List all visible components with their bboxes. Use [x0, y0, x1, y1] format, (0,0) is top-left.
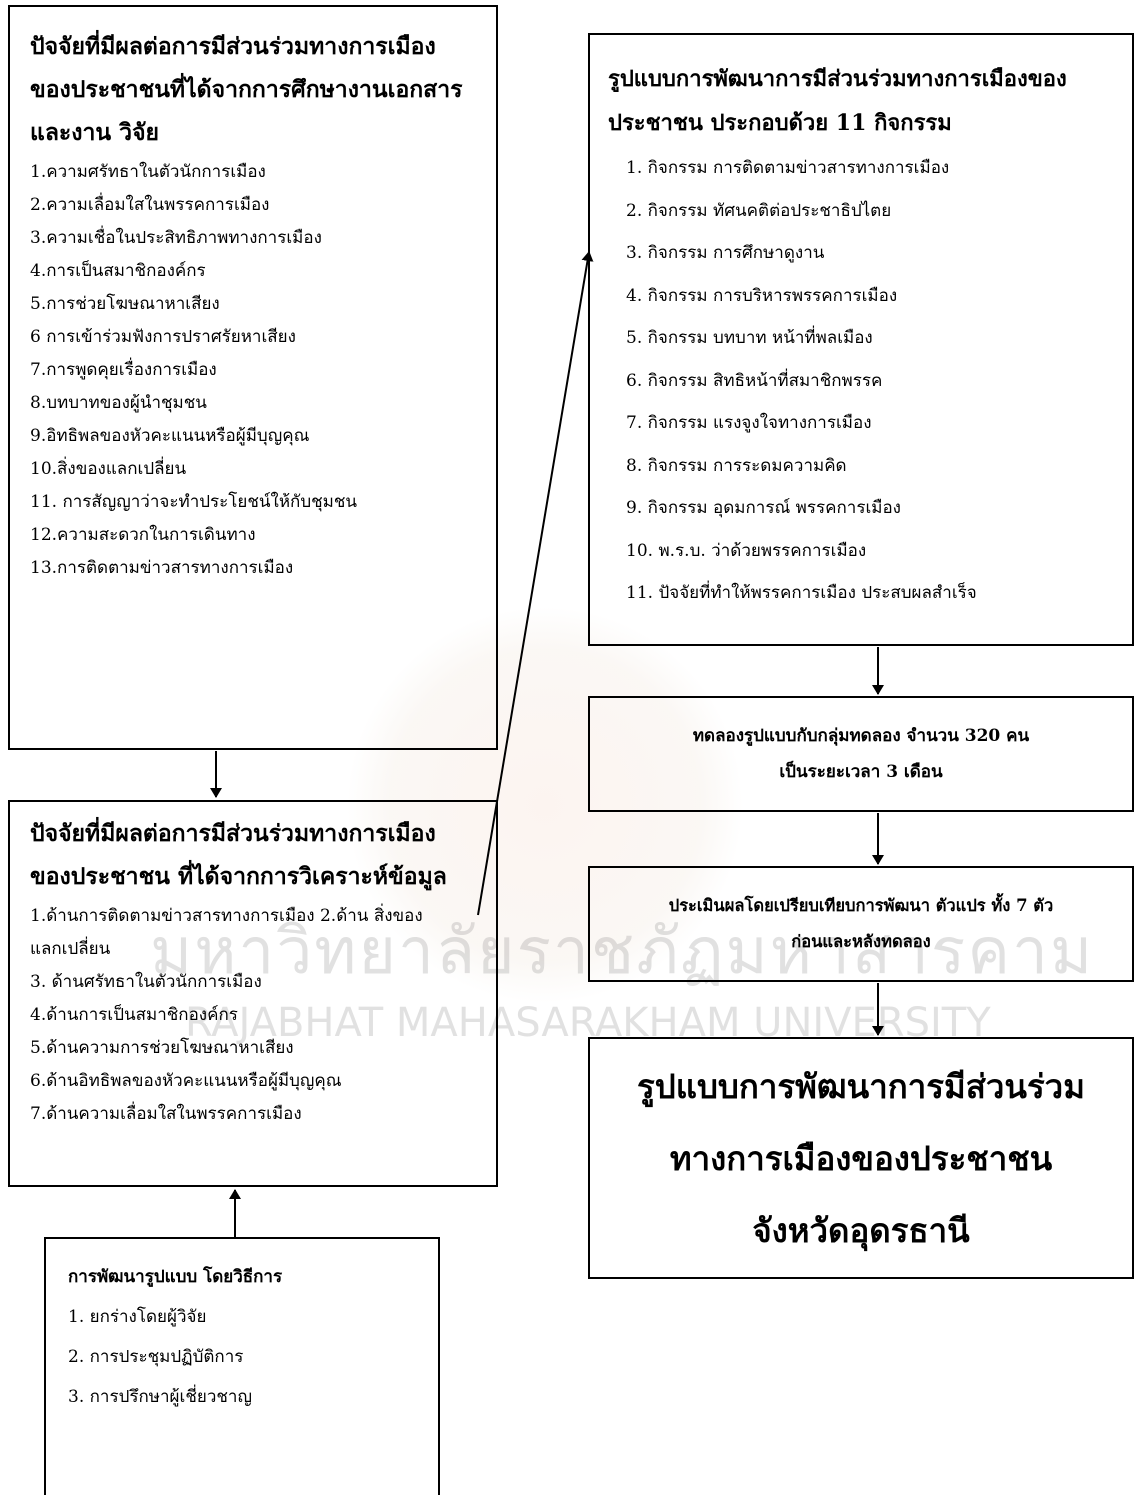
list-item: 7. กิจกรรม แรงจูงใจทางการเมือง: [626, 413, 872, 433]
list-item: 3. ด้านศรัทธาในตัวนักการเมือง: [30, 972, 262, 992]
list-item: 10. พ.ร.บ. ว่าด้วยพรรคการเมือง: [626, 540, 867, 561]
list-item: 5.ด้านความการช่วยโฆษณาหาเสียง: [30, 1038, 294, 1058]
model-activities-list: 1. กิจกรรม การติดตามข่าวสารทางการเมือง 2…: [626, 147, 1132, 615]
list-item: 8.บทบาทของผู้นำชุมชน: [30, 393, 207, 413]
title-line: ปัจจัยที่มีผลต่อการมีส่วนร่วมทางการเมือง: [30, 33, 436, 60]
experiment-box: ทดลองรูปแบบกับกลุ่มทดลอง จำนวน 320 คน เป…: [588, 696, 1134, 812]
list-item: 1. กิจกรรม การติดตามข่าวสารทางการเมือง: [626, 158, 950, 178]
factors-analysis-title: ปัจจัยที่มีผลต่อการมีส่วนร่วมทางการเมือง…: [30, 812, 480, 898]
list-item: 13.การติดตามข่าวสารทางการเมือง: [30, 558, 294, 578]
list-item: 7.ด้านความเลื่อมใสในพรรคการเมือง: [30, 1104, 302, 1124]
list-item: 3.ความเชื่อในประสิทธิภาพทางการเมือง: [30, 228, 322, 248]
evaluation-line: ประเมินผลโดยเปรียบเทียบการพัฒนา ตัวแปร ท…: [668, 896, 1054, 915]
list-item: 7.การพูดคุยเรื่องการเมือง: [30, 360, 217, 380]
list-item: 4.ด้านการเป็นสมาชิกองค์กร: [30, 1005, 238, 1025]
final-model-box: รูปแบบการพัฒนาการมีส่วนร่วม ทางการเมืองข…: [588, 1037, 1134, 1279]
title-line: ของประชาชน ที่ได้จากการวิเคราะห์ข้อมูล: [30, 863, 447, 890]
list-item: 4. กิจกรรม การบริหารพรรคการเมือง: [626, 285, 898, 306]
list-item: 1. ยกร่างโดยผู้วิจัย: [68, 1307, 207, 1327]
model-activities-title: รูปแบบการพัฒนาการมีส่วนร่วมทางการเมืองขอ…: [608, 57, 1132, 145]
evaluation-box: ประเมินผลโดยเปรียบเทียบการพัฒนา ตัวแปร ท…: [588, 866, 1134, 982]
list-item: 8. กิจกรรม การระดมความคิด: [626, 455, 847, 476]
factors-analysis-box: ปัจจัยที่มีผลต่อการมีส่วนร่วมทางการเมือง…: [8, 800, 498, 1187]
list-item: 6. กิจกรรม สิทธิหน้าที่สมาชิกพรรค: [626, 370, 883, 391]
final-model-line: ทางการเมืองของประชาชน: [669, 1139, 1053, 1178]
experiment-line: เป็นระยะเวลา 3 เดือน: [779, 762, 943, 782]
list-item: 9. กิจกรรม อุดมการณ์ พรรคการเมือง: [626, 498, 901, 518]
list-item: 10.สิ่งของแลกเปลี่ยน: [30, 459, 187, 479]
list-item: 4.การเป็นสมาชิกองค์กร: [30, 261, 206, 281]
title-line: ของประชาชนที่ได้จากการศึกษางานเอกสาร: [30, 76, 463, 103]
title-line: และงาน วิจัย: [30, 119, 160, 146]
list-item: 3. การปรึกษาผู้เชี่ยวชาญ: [68, 1387, 252, 1407]
list-item: 6.ด้านอิทธิพลของหัวคะแนนหรือผู้มีบุญคุณ: [30, 1071, 342, 1091]
list-item: 11. ปัจจัยที่ทำให้พรรคการเมือง ประสบผลสำ…: [626, 583, 977, 603]
list-item: 6 การเข้าร่วมฟังการปราศรัยหาเสียง: [30, 327, 296, 347]
list-item: 2. กิจกรรม ทัศนคติต่อประชาธิปไตย: [626, 200, 892, 221]
evaluation-line: ก่อนและหลังทดลอง: [791, 932, 931, 951]
list-item: 11. การสัญญาว่าจะทำประโยชน์ให้กับชุมชน: [30, 492, 358, 512]
university-seal-watermark: [345, 605, 745, 1005]
development-method-box: การพัฒนารูปแบบ โดยวิธีการ 1. ยกร่างโดยผู…: [44, 1237, 440, 1495]
list-item: 9.อิทธิพลของหัวคะแนนหรือผู้มีบุญคุณ: [30, 426, 310, 446]
model-activities-box: รูปแบบการพัฒนาการมีส่วนร่วมทางการเมืองขอ…: [588, 33, 1134, 646]
factors-analysis-list: 1.ด้านการติดตามข่าวสารทางการเมือง 2.ด้าน…: [30, 900, 480, 1131]
list-item: 5. กิจกรรม บทบาท หน้าที่พลเมือง: [626, 328, 873, 348]
list-item: 2.ความเลื่อมใสในพรรคการเมือง: [30, 195, 270, 215]
title-line: ประชาชน ประกอบด้วย 11 กิจกรรม: [608, 110, 952, 136]
arrow-analysis-to-model: [477, 251, 594, 916]
list-item: 5.การช่วยโฆษณาหาเสียง: [30, 294, 220, 314]
list-item: 1.ความศรัทธาในตัวนักการเมือง: [30, 162, 266, 182]
list-item: 12.ความสะดวกในการเดินทาง: [30, 525, 256, 545]
title-line: รูปแบบการพัฒนาการมีส่วนร่วมทางการเมืองขอ…: [608, 66, 1067, 92]
development-method-title: การพัฒนารูปแบบ โดยวิธีการ: [68, 1267, 283, 1287]
experiment-line: ทดลองรูปแบบกับกลุ่มทดลอง จำนวน 320 คน: [692, 726, 1030, 746]
factors-literature-box: ปัจจัยที่มีผลต่อการมีส่วนร่วมทางการเมือง…: [8, 5, 498, 750]
list-item: 2. การประชุมปฏิบัติการ: [68, 1347, 244, 1367]
final-model-line: จังหวัดอุดรธานี: [752, 1211, 970, 1250]
watermark-thai-text: มหาวิทยาลัยราชภัฏมหาสารคาม: [150, 915, 1095, 989]
factors-literature-list: 1.ความศรัทธาในตัวนักการเมือง 2.ความเลื่อ…: [30, 156, 496, 585]
title-line: ปัจจัยที่มีผลต่อการมีส่วนร่วมทางการเมือง: [30, 820, 436, 847]
list-item: 3. กิจกรรม การศึกษาดูงาน: [626, 243, 825, 263]
list-item: 1.ด้านการติดตามข่าวสารทางการเมือง 2.ด้าน…: [30, 906, 423, 959]
final-model-line: รูปแบบการพัฒนาการมีส่วนร่วม: [637, 1067, 1085, 1106]
factors-literature-title: ปัจจัยที่มีผลต่อการมีส่วนร่วมทางการเมือง…: [30, 25, 496, 154]
